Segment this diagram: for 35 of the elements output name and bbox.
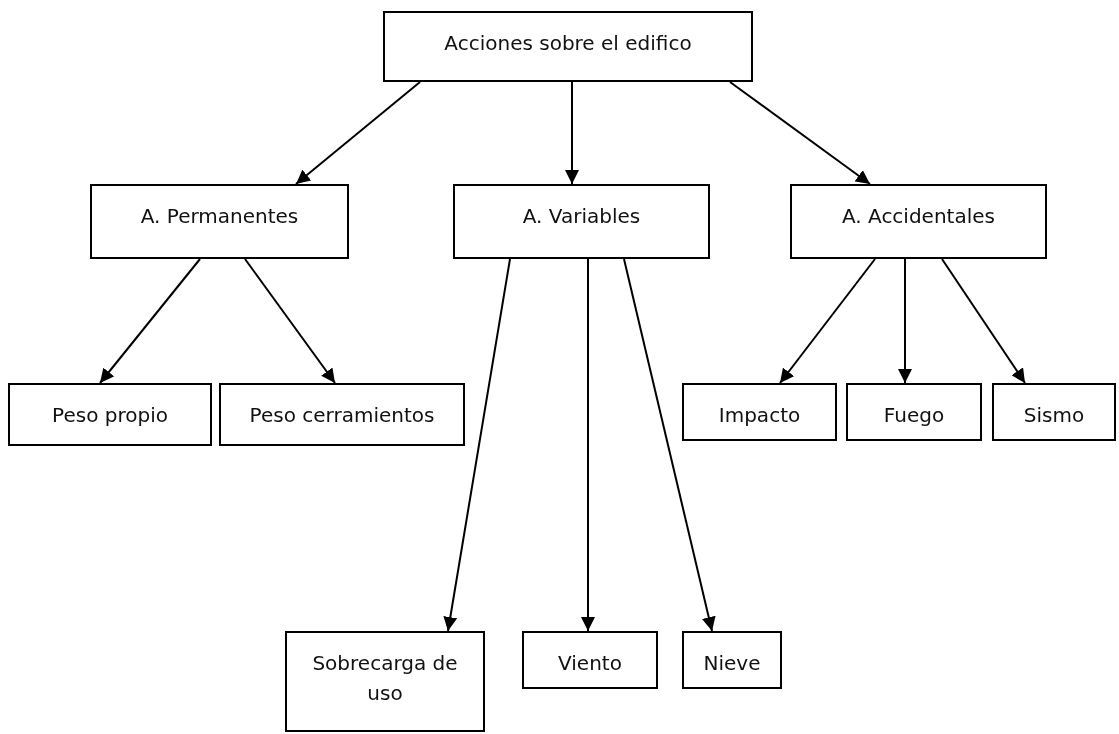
box-label: Acciones sobre el edifico [444, 30, 692, 57]
arrow [941, 258, 1026, 384]
text-box [285, 631, 485, 732]
box-label: Peso cerramientos [249, 402, 435, 429]
box-label: Impacto [718, 402, 801, 429]
box-label: Viento [558, 650, 622, 677]
text-box [90, 184, 349, 259]
box-label: A. Accidentales [842, 203, 995, 230]
text-box [846, 383, 982, 441]
box-label: Sobrecarga de uso [311, 650, 459, 707]
text-box [790, 184, 1047, 259]
arrow [623, 258, 716, 632]
arrow [443, 258, 511, 632]
arrow [898, 258, 912, 384]
box-label: A. Variables [522, 203, 641, 230]
text-box [992, 383, 1116, 441]
arrow [244, 258, 336, 384]
arrow [729, 81, 871, 185]
arrow [779, 258, 876, 384]
box-label: Nieve [703, 650, 761, 677]
text-box [522, 631, 658, 689]
box-label: Sismo [1023, 402, 1085, 429]
text-box [682, 631, 782, 689]
arrow [295, 81, 421, 185]
arrow [99, 258, 201, 384]
text-box [8, 383, 212, 446]
text-box [682, 383, 837, 441]
arrow [581, 258, 595, 632]
text-box [453, 184, 710, 259]
arrow [565, 81, 579, 185]
text-box [219, 383, 465, 446]
box-label: A. Permanentes [140, 203, 299, 230]
box-label: Fuego [883, 402, 945, 429]
text-box [383, 11, 753, 82]
box-label: Peso propio [52, 402, 168, 429]
